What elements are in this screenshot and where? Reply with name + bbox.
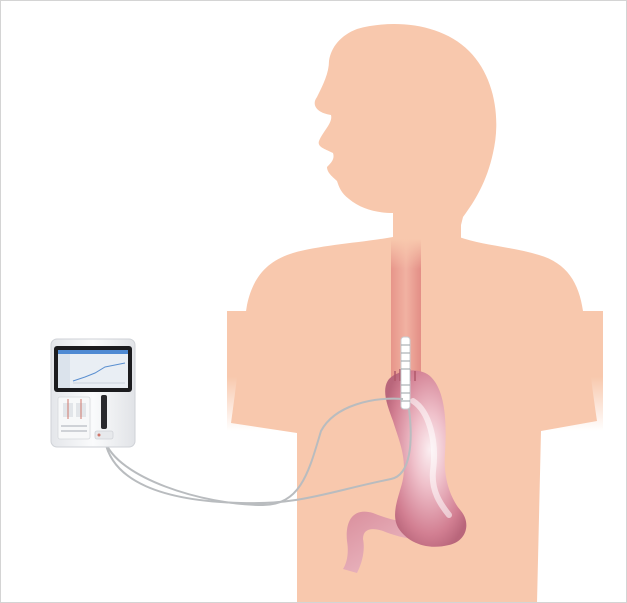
manometry-device [51, 339, 135, 447]
right-arm-fade [539, 311, 603, 431]
left-arm-fade [227, 311, 299, 431]
